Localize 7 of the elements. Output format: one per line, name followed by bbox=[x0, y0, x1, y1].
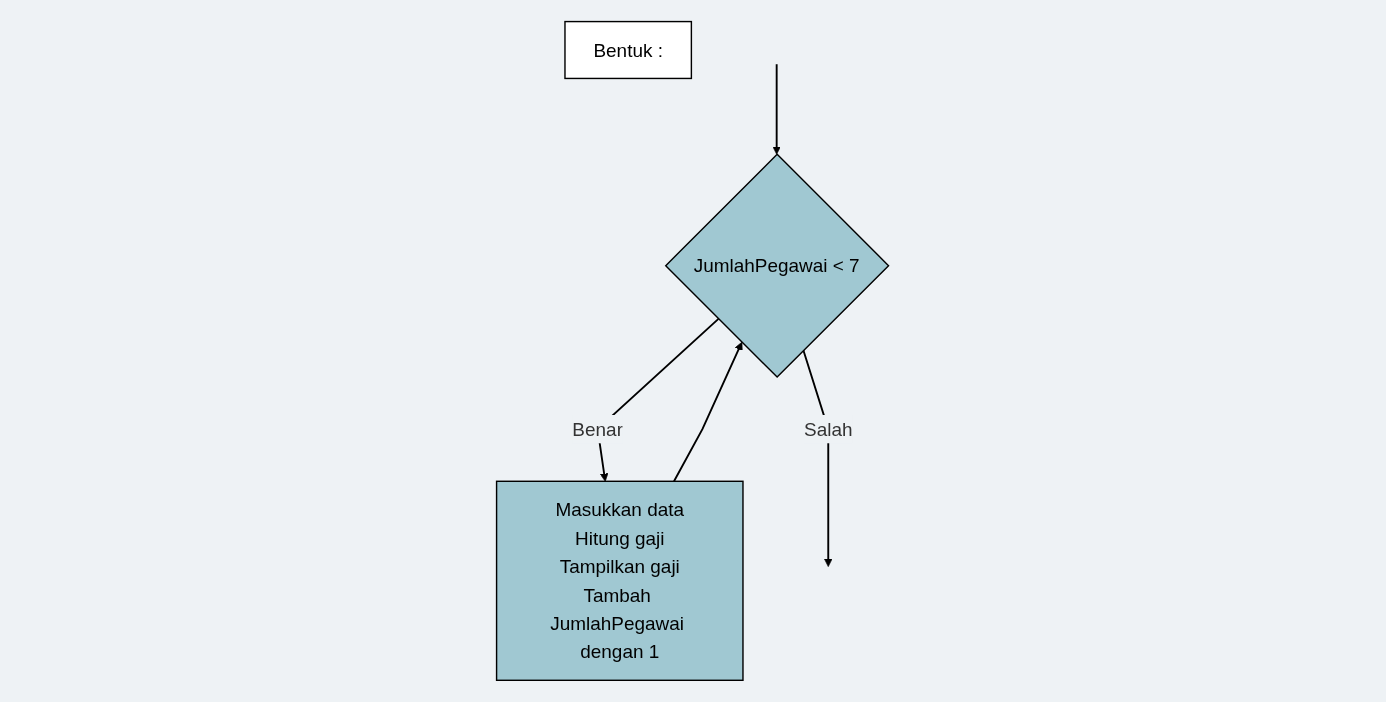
arrow bbox=[673, 341, 743, 483]
edge-label: Benar bbox=[572, 418, 624, 440]
arrow bbox=[772, 63, 782, 155]
node-box: Bentuk : bbox=[564, 20, 693, 80]
node-box: Masukkan data Hitung gaji Tampilkan gaji Tambah JumlahPegawai dengan 1 bbox=[496, 480, 745, 682]
edge-label: Salah bbox=[804, 418, 853, 440]
node-diamond: JumlahPegawai < 7 bbox=[665, 153, 890, 379]
